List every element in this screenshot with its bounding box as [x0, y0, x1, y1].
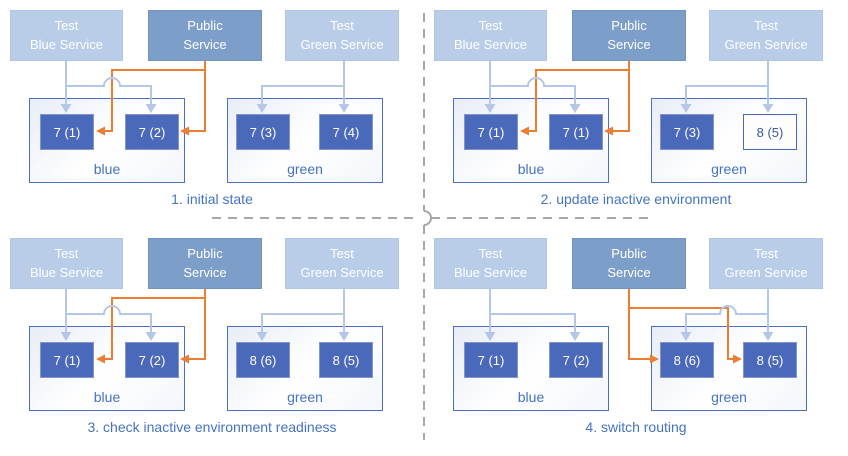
pod: 8 (6)	[660, 342, 714, 378]
panel-update-inactive-environment: Test Blue Service Public Service Test Gr…	[424, 0, 848, 228]
test-blue-service-box: Test Blue Service	[10, 10, 123, 61]
public-route-line	[628, 289, 650, 360]
service-label-line: Blue Service	[30, 36, 103, 52]
test-green-service-box: Test Green Service	[709, 10, 823, 61]
service-label-line: Service	[607, 264, 651, 280]
service-label-line: Blue Service	[454, 264, 527, 280]
panel-switch-routing: Test Blue Service Public Service Test Gr…	[424, 228, 848, 456]
service-label-line: Blue Service	[454, 36, 527, 52]
service-label-line: Green Service	[300, 264, 384, 280]
pod: 7 (3)	[236, 114, 290, 150]
pod: 7 (2)	[549, 342, 603, 378]
pod: 7 (1)	[40, 114, 94, 150]
service-label-line: Public	[611, 246, 647, 262]
environment-label: blue	[517, 389, 545, 405]
test-green-service-box: Test Green Service	[285, 238, 399, 289]
environment-label: blue	[93, 161, 121, 177]
test-green-service-box: Test Green Service	[709, 238, 823, 289]
public-service-box: Public Service	[148, 238, 262, 289]
pod: 8 (5)	[319, 342, 373, 378]
pod: 7 (1)	[40, 342, 94, 378]
step-title: 4. switch routing	[585, 419, 687, 435]
pod: 7 (1)	[549, 114, 603, 150]
service-label-line: Green Service	[724, 264, 808, 280]
public-route-line	[189, 289, 206, 360]
service-label-line: Test	[754, 246, 778, 262]
pod: 7 (4)	[319, 114, 373, 150]
environment-label: green	[711, 389, 747, 405]
environment-label: green	[711, 161, 747, 177]
environment-label: green	[287, 389, 323, 405]
service-label-line: Service	[607, 36, 651, 52]
test-blue-service-box: Test Blue Service	[434, 238, 547, 289]
service-label-line: Service	[183, 264, 227, 280]
step-title: 3. check inactive environment readiness	[87, 419, 337, 435]
public-service-box: Public Service	[148, 10, 262, 61]
public-service-box: Public Service	[572, 10, 686, 61]
service-label-line: Test	[330, 18, 354, 34]
service-label-line: Test	[54, 18, 79, 34]
pod: 7 (2)	[125, 342, 179, 378]
environment-label: green	[287, 161, 323, 177]
pod-updating: 8 (5)	[743, 114, 797, 150]
service-label-line: Test	[54, 246, 79, 262]
pod: 8 (5)	[743, 342, 797, 378]
service-label-line: Public	[611, 18, 647, 34]
step-title: 2. update inactive environment	[540, 191, 732, 207]
service-label-line: Green Service	[724, 36, 808, 52]
public-route-line	[613, 61, 630, 132]
service-label-line: Test	[478, 18, 503, 34]
public-route-line	[189, 61, 206, 132]
pod: 7 (1)	[464, 342, 518, 378]
service-label-line: Test	[330, 246, 354, 262]
service-label-line: Public	[187, 246, 223, 262]
service-label-line: Public	[187, 18, 223, 34]
pod: 8 (6)	[236, 342, 290, 378]
test-green-service-box: Test Green Service	[285, 10, 399, 61]
pod: 7 (3)	[660, 114, 714, 150]
service-label-line: Blue Service	[30, 264, 103, 280]
service-label-line: Test	[754, 18, 778, 34]
service-label-line: Green Service	[300, 36, 384, 52]
environment-label: blue	[93, 389, 121, 405]
service-label-line: Service	[183, 36, 227, 52]
test-blue-service-box: Test Blue Service	[10, 238, 123, 289]
public-service-box: Public Service	[572, 238, 686, 289]
panel-check-inactive-environment-readiness: Test Blue Service Public Service Test Gr…	[0, 228, 424, 456]
pod: 7 (2)	[125, 114, 179, 150]
step-title: 1. initial state	[171, 191, 253, 207]
pod: 7 (1)	[464, 114, 518, 150]
test-blue-service-box: Test Blue Service	[434, 10, 547, 61]
environment-label: blue	[517, 161, 545, 177]
service-label-line: Test	[478, 246, 503, 262]
panel-initial-state: Test Blue Service Public Service Test Gr…	[0, 0, 424, 228]
